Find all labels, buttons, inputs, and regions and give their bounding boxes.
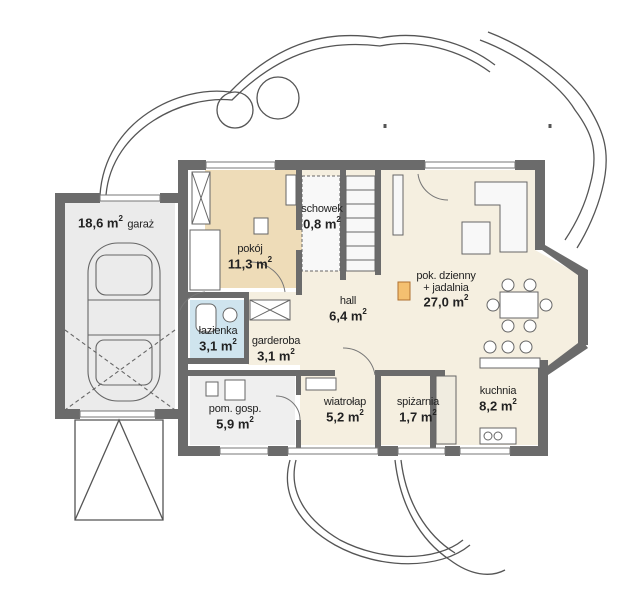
name-hall: hall (339, 295, 357, 307)
label-wiatrolap: wiatrołap 5,2 m2 (314, 396, 376, 426)
area-garaz: 18,6 m (78, 215, 119, 231)
name-dzienny-2: + jadalnia (423, 281, 469, 294)
area-dzienny: 27,0 m (423, 294, 465, 310)
area-schowek: 0,8 m (303, 215, 337, 231)
furniture (189, 171, 553, 445)
name-kuchnia: kuchnia (479, 385, 517, 397)
area-pokoj: 11,3 m (227, 255, 268, 271)
name-pomgosp: pom. gosp. (208, 403, 262, 415)
label-lazienka: łazienka 3,1 m2 (188, 325, 248, 355)
area-wiatrolap: 5,2 m (326, 408, 360, 424)
floor-garage (65, 200, 175, 412)
doors (179, 173, 449, 421)
name-dzienny: pok. dzienny (416, 270, 476, 282)
area-lazienka: 3,1 m (199, 337, 233, 353)
label-garaz: 18,6 m2 garaż (78, 214, 154, 231)
floor-spizarnia (380, 375, 430, 445)
label-pomgosp: pom. gosp. 5,9 m2 (200, 403, 270, 433)
walls (55, 160, 588, 456)
label-pokoj: pokój 11,3 m2 (220, 243, 280, 273)
landscape-lines (74, 31, 607, 575)
name-pokoj: pokój (237, 243, 263, 255)
windows (79, 161, 516, 455)
name-lazienka: łazienka (198, 325, 238, 337)
name-schowek: schowek (301, 203, 343, 215)
name-garaz: garaż (127, 218, 154, 231)
label-hall: hall 6,4 m2 (318, 295, 378, 325)
area-garderoba: 3,1 m (257, 347, 291, 363)
name-garderoba: garderoba (251, 335, 301, 347)
label-spizarnia: spiżarnia 1,7 m2 (390, 396, 446, 426)
area-pomgosp: 5,9 m (216, 415, 250, 431)
label-kuchnia: kuchnia 8,2 m2 (468, 385, 528, 415)
label-dzienny: pok. dzienny + jadalnia 27,0 m2 (402, 270, 490, 311)
area-hall: 6,4 m (329, 307, 363, 323)
area-kuchnia: 8,2 m (479, 397, 513, 413)
name-wiatrolap: wiatrołap (323, 396, 367, 408)
label-garderoba: garderoba 3,1 m2 (244, 335, 308, 365)
name-spizarnia: spiżarnia (396, 396, 440, 408)
area-spizarnia: 1,7 m (399, 408, 433, 424)
label-schowek: schowek 0,8 m2 (292, 203, 352, 233)
car (64, 242, 176, 411)
